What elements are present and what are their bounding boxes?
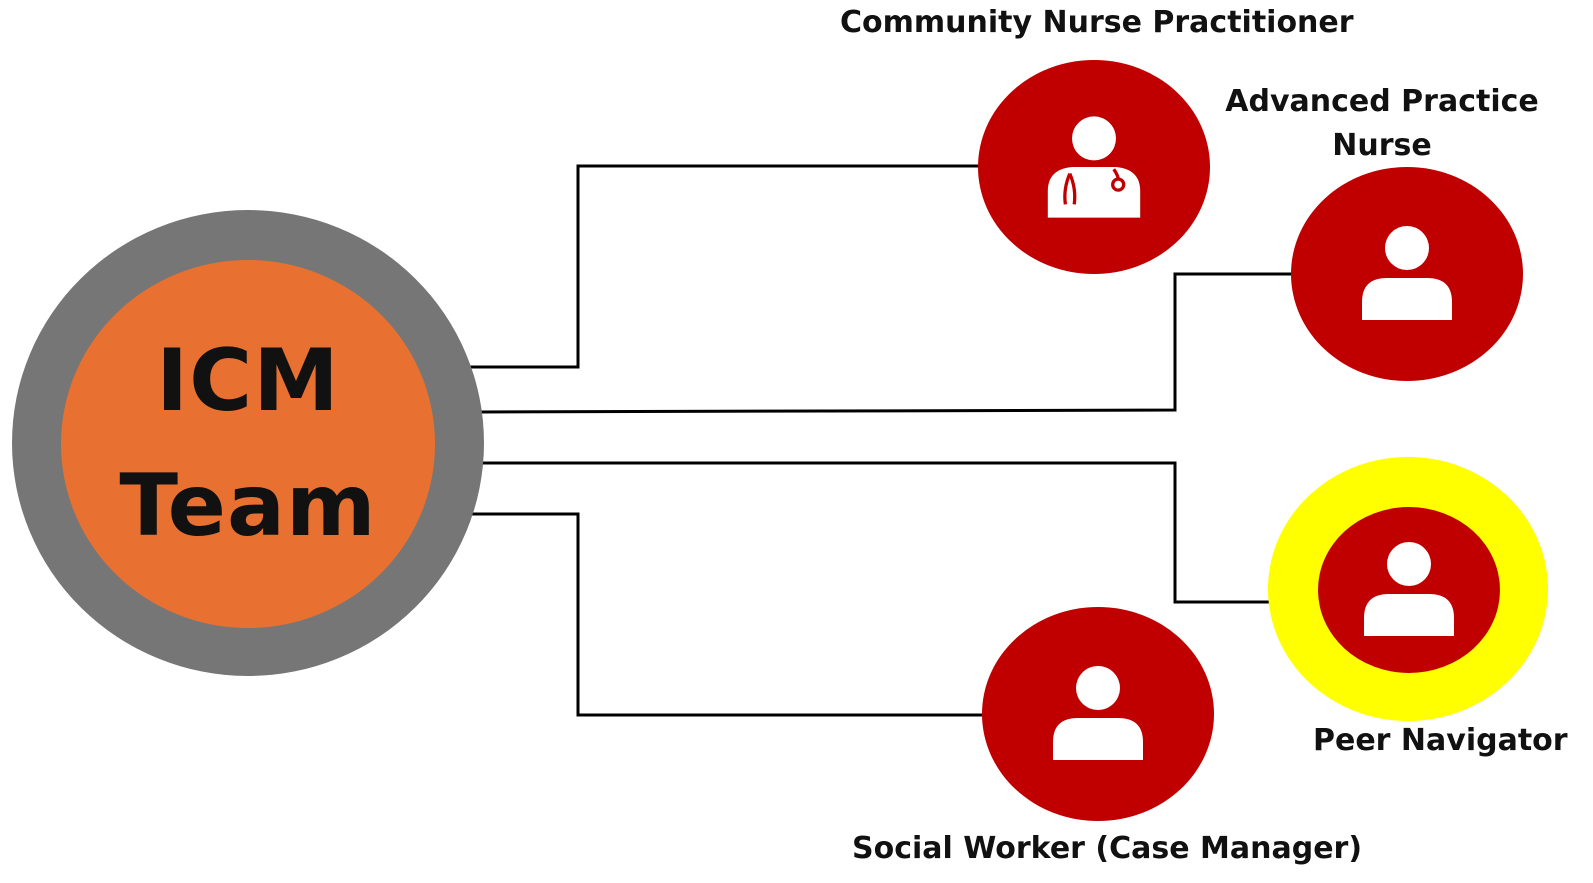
person-icon — [1364, 542, 1454, 636]
label-social-worker: Social Worker (Case Manager) — [852, 831, 1363, 866]
hub-title-line2: Team — [119, 456, 377, 556]
role-community-np — [978, 60, 1210, 274]
label-advanced-practice-nurse: Advanced Practice Nurse — [1222, 80, 1542, 167]
connector-social-worker — [470, 512, 986, 717]
connector-peer-navigator — [478, 461, 1272, 604]
role-advanced-practice-nurse — [1291, 167, 1523, 381]
person-icon — [1362, 226, 1452, 320]
label-peer-navigator: Peer Navigator — [1313, 723, 1568, 758]
label-apn-line2: Nurse — [1332, 127, 1432, 163]
role-peer-navigator — [1318, 507, 1500, 673]
hub-circle: ICM Team — [61, 260, 435, 628]
doctor-stethoscope-icon — [1047, 116, 1141, 218]
hub-title-line1: ICM — [156, 331, 340, 432]
person-icon — [1053, 666, 1143, 760]
connector-advanced-practice-nurse — [477, 272, 1294, 414]
connector-community-np — [470, 164, 982, 369]
label-community-np: Community Nurse Practitioner — [840, 5, 1354, 40]
role-social-worker — [982, 607, 1214, 821]
label-apn-line1: Advanced Practice — [1225, 84, 1539, 119]
